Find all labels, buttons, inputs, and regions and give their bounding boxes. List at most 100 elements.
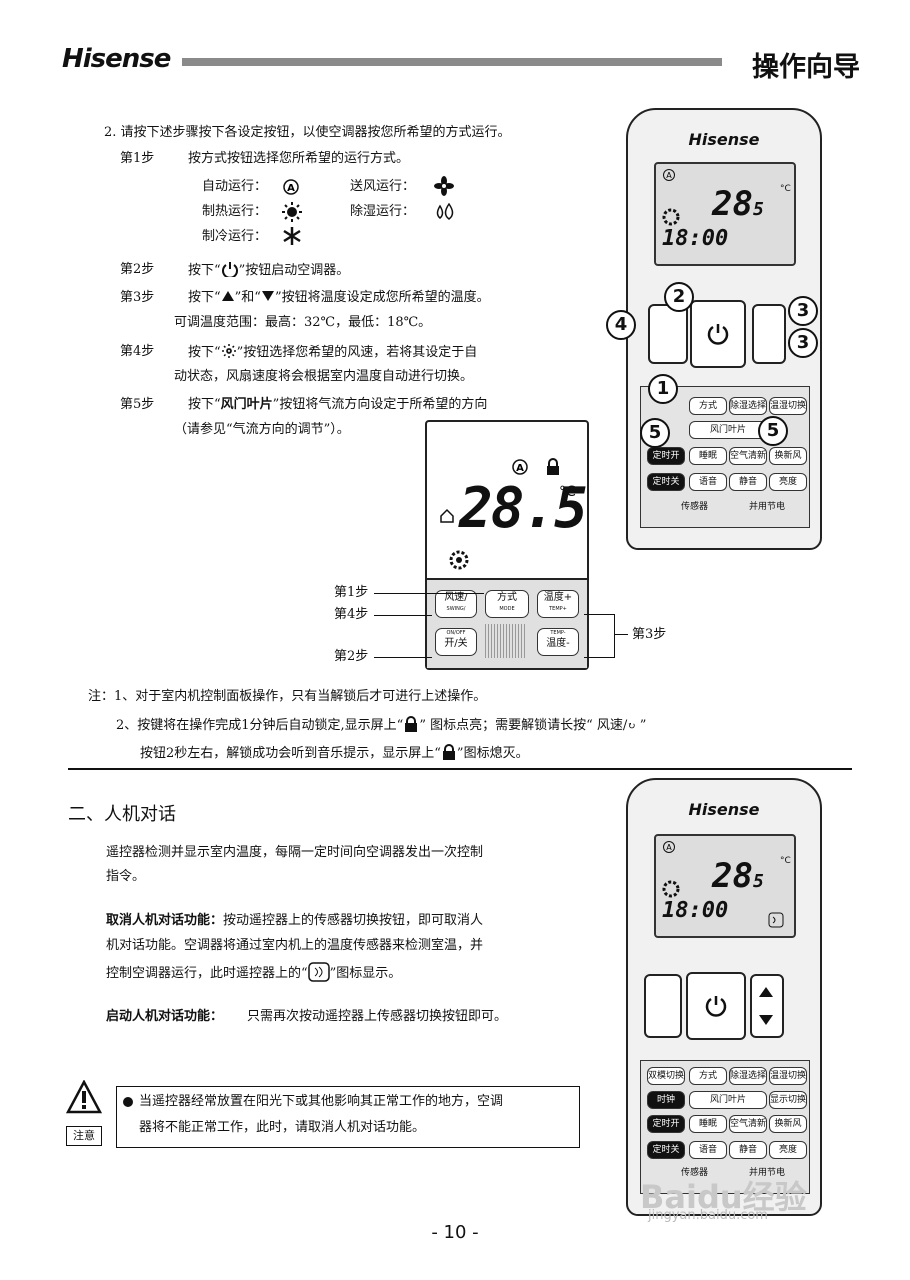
- sensor-key[interactable]: 传感器: [681, 1168, 709, 1178]
- bullet: [123, 1097, 133, 1107]
- auto-mode-icon: A: [663, 169, 675, 181]
- panel-step4-label: 第4步: [334, 607, 369, 622]
- callout-5-right: 5: [758, 416, 788, 446]
- remote-unit: °C: [780, 856, 791, 866]
- callout-1: 1: [648, 374, 678, 404]
- energy-save-key[interactable]: 并用节电: [749, 1168, 786, 1178]
- home-icon: [440, 508, 454, 523]
- step3-text: 按下“”和“”按钮将温度设定成您所希望的温度。: [188, 290, 490, 305]
- step4-text: 按下“”按钮选择您希望的风速，若将其设定于自: [188, 344, 478, 360]
- temp-updown-button[interactable]: [750, 974, 784, 1038]
- svg-text:A: A: [287, 183, 295, 194]
- temp-up-button[interactable]: 温度+TEMP+: [537, 590, 579, 618]
- louver-key[interactable]: 风门叶片: [689, 1091, 767, 1109]
- fan-speed-button[interactable]: [644, 974, 682, 1038]
- voice-key[interactable]: 语音: [689, 473, 727, 491]
- page-title: 操作向导: [752, 52, 860, 83]
- power-button[interactable]: [686, 972, 746, 1040]
- remote-time: 18:00: [662, 898, 729, 923]
- step2-label: 第2步: [120, 262, 155, 277]
- section2-p1-cont: 指令。: [106, 869, 146, 884]
- power-icon: [221, 262, 238, 279]
- fresh-air-key[interactable]: 换新风: [769, 447, 807, 465]
- speaker-grille: [485, 624, 527, 658]
- lock-icon: [547, 458, 559, 475]
- mode-key[interactable]: 方式: [689, 397, 727, 415]
- caution-text-2: 器将不能正常工作，此时，请取消人机对话功能。: [139, 1120, 426, 1135]
- brightness-key[interactable]: 亮度: [769, 1141, 807, 1159]
- power-icon: [705, 996, 727, 1017]
- sleep-key[interactable]: 睡眠: [689, 1115, 727, 1133]
- sleep-key[interactable]: 睡眠: [689, 447, 727, 465]
- timer-on-key[interactable]: 定时开: [647, 1115, 685, 1133]
- timer-off-key[interactable]: 定时关: [647, 473, 685, 491]
- timer-off-key[interactable]: 定时关: [647, 1141, 685, 1159]
- warning-icon: [66, 1080, 102, 1114]
- dual-mode-key[interactable]: 双模切换: [647, 1067, 685, 1085]
- caution-box: 当遥控器经常放置在阳光下或其他影响其正常工作的地方，空调 器将不能正常工作，此时…: [116, 1086, 580, 1148]
- up-arrow-icon: [221, 291, 234, 301]
- lock-icon: [442, 744, 455, 760]
- svg-text:A: A: [666, 843, 672, 852]
- fan-speed-button[interactable]: 风速/SWING/: [435, 590, 477, 618]
- step4-text-cont: 动状态，风扇速度将会根据室内温度自动进行切换。: [174, 369, 474, 384]
- brightness-key[interactable]: 亮度: [769, 473, 807, 491]
- sensor-icon: [768, 912, 784, 928]
- down-arrow-icon: [261, 291, 274, 301]
- fan-icon: [434, 176, 454, 196]
- louver-key[interactable]: 风门叶片: [689, 421, 767, 439]
- temp-down-button[interactable]: TEMP-温度-: [537, 628, 579, 656]
- remote-brand: Hisense: [688, 800, 760, 819]
- quiet-key[interactable]: 静音: [729, 473, 767, 491]
- section2-p1: 遥控器检测并显示室内温度，每隔一定时间向空调器发出一次控制: [106, 845, 484, 860]
- mode-dry-label: 除湿运行：: [350, 204, 416, 219]
- note-2-cont: 按钮2秒左右，解锁成功会听到音乐提示，显示屏上“”图标熄灭。: [140, 744, 529, 761]
- air-fresh-key[interactable]: 空气清新: [729, 447, 767, 465]
- energy-save-key[interactable]: 并用节电: [749, 502, 786, 512]
- display-switch-key[interactable]: 显示切换: [769, 1091, 807, 1109]
- watermark-url: jingyan.baidu.com: [648, 1208, 768, 1223]
- cancel-paragraph-3: 控制空调器运行，此时遥控器上的“”图标显示。: [106, 962, 401, 983]
- remote-lcd: 285 °C 18:00 A: [654, 834, 796, 938]
- dry-select-key[interactable]: 除湿选择: [729, 397, 767, 415]
- mode-key[interactable]: 方式: [689, 1067, 727, 1085]
- fan-speed-icon: [449, 550, 469, 570]
- timer-on-key[interactable]: 定时开: [647, 447, 685, 465]
- callout-5-left: 5: [640, 418, 670, 448]
- remote-key-area: 双模切换 方式 除湿选择 温湿切换 时钟 风门叶片 显示切换 定时开 睡眠 空气…: [640, 1060, 810, 1194]
- down-arrow-icon: [759, 1015, 773, 1025]
- step3-label: 第3步: [120, 290, 155, 305]
- fan-speed-button[interactable]: [648, 304, 688, 364]
- step4-label: 第4步: [120, 344, 155, 359]
- fresh-air-key[interactable]: 换新风: [769, 1115, 807, 1133]
- cancel-paragraph-2: 机对话功能。空调器将通过室内机上的温度传感器来检测室温，并: [106, 938, 484, 953]
- sensor-icon: [307, 962, 330, 982]
- lock-icon: [405, 716, 418, 732]
- voice-key[interactable]: 语音: [689, 1141, 727, 1159]
- callout-4: 4: [606, 310, 636, 340]
- remote-brand: Hisense: [688, 130, 760, 149]
- panel-step1-label: 第1步: [334, 585, 369, 600]
- note-1: 注：1、对于室内机控制面板操作，只有当解锁后才可进行上述操作。: [88, 689, 487, 704]
- callout-3-down: 3: [788, 328, 818, 358]
- start-paragraph: 启动人机对话功能：只需再次按动遥控器上传感器切换按钮即可。: [106, 1009, 508, 1024]
- svg-text:A: A: [666, 171, 672, 180]
- fan-speed-icon: [662, 208, 680, 226]
- air-fresh-key[interactable]: 空气清新: [729, 1115, 767, 1133]
- temp-updown-button[interactable]: [752, 304, 786, 364]
- temp-humidity-key[interactable]: 温湿切换: [769, 397, 807, 415]
- panel-step3-label: 第3步: [632, 627, 667, 642]
- remote-control-1: Hisense 285 °C 18:00 A 方式 除湿选择 温湿切换 风门叶片…: [626, 108, 822, 550]
- fan-speed-icon: [662, 880, 680, 898]
- power-button[interactable]: [690, 300, 746, 368]
- temp-humidity-key[interactable]: 温湿切换: [769, 1067, 807, 1085]
- dry-select-key[interactable]: 除湿选择: [729, 1067, 767, 1085]
- sensor-key[interactable]: 传感器: [681, 502, 709, 512]
- remote-unit: °C: [780, 184, 791, 194]
- quiet-key[interactable]: 静音: [729, 1141, 767, 1159]
- clock-key[interactable]: 时钟: [647, 1091, 685, 1109]
